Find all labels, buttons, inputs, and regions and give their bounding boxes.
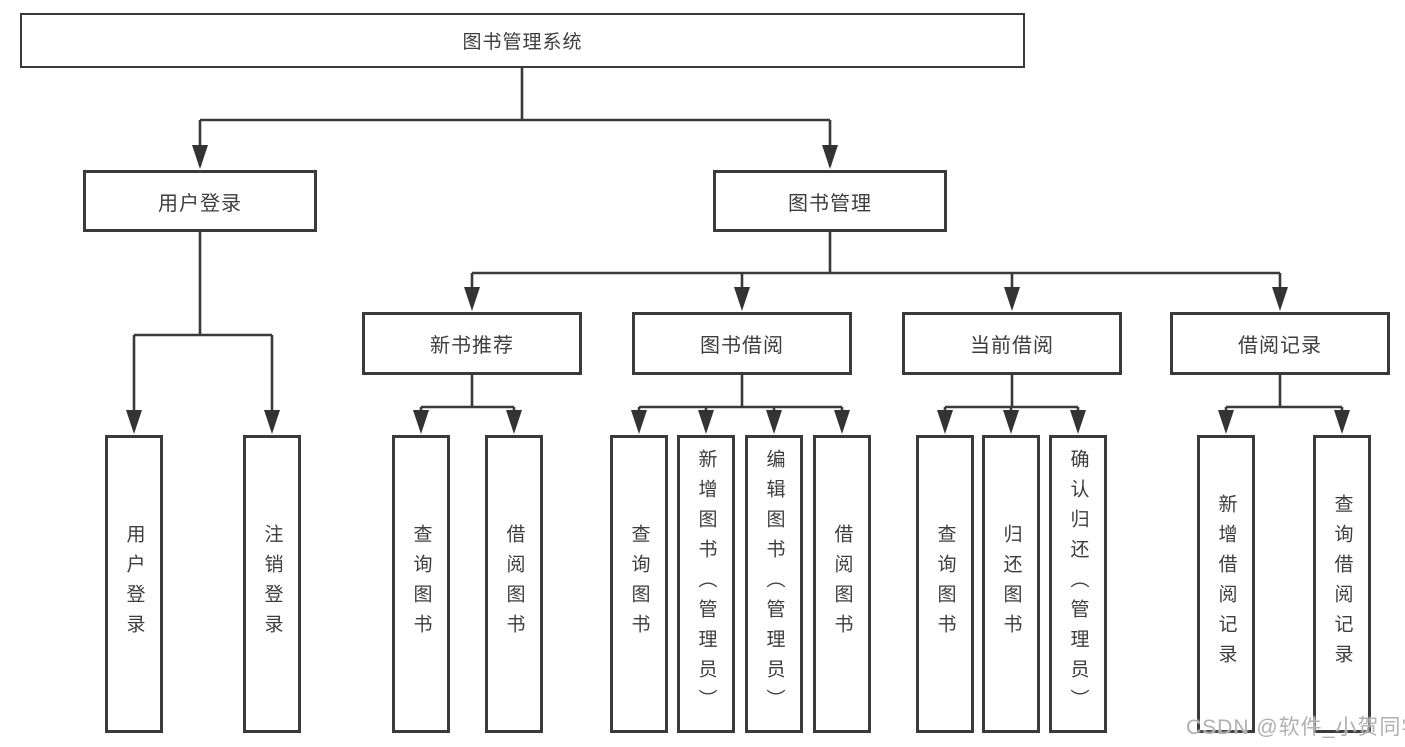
- leaf-add-borrow-record: 新增借阅记录: [1197, 435, 1255, 733]
- leaf-recommend-borrow-books: 借阅图书: [485, 435, 543, 733]
- node-book-management: 图书管理: [713, 170, 947, 232]
- csdn-watermark: CSDN @软件_小贺同学: [1186, 716, 1405, 739]
- node-borrowing-records: 借阅记录: [1170, 312, 1390, 375]
- leaf-query-borrow-record: 查询借阅记录: [1313, 435, 1371, 733]
- leaf-recommend-query-books: 查询图书: [392, 435, 450, 733]
- leaf-confirm-return-admin: 确认归还（管理员）: [1049, 435, 1107, 733]
- connector-path: [132, 68, 1344, 430]
- node-book-borrowing: 图书借阅: [632, 312, 852, 375]
- node-user-login: 用户登录: [83, 170, 317, 232]
- node-library-management-system: 图书管理系统: [20, 13, 1025, 68]
- node-current-borrowing: 当前借阅: [902, 312, 1122, 375]
- leaf-current-query-books: 查询图书: [916, 435, 974, 733]
- leaf-edit-books-admin: 编辑图书（管理员）: [745, 435, 803, 733]
- leaf-add-books-admin: 新增图书（管理员）: [677, 435, 735, 733]
- leaf-user-login: 用户登录: [105, 435, 163, 733]
- leaf-borrowing-query-books: 查询图书: [610, 435, 668, 733]
- leaf-borrow-books: 借阅图书: [813, 435, 871, 733]
- arrowheads: [126, 145, 1350, 434]
- node-new-book-recommend: 新书推荐: [362, 312, 582, 375]
- leaf-logout: 注销登录: [243, 435, 301, 733]
- leaf-return-books: 归还图书: [982, 435, 1040, 733]
